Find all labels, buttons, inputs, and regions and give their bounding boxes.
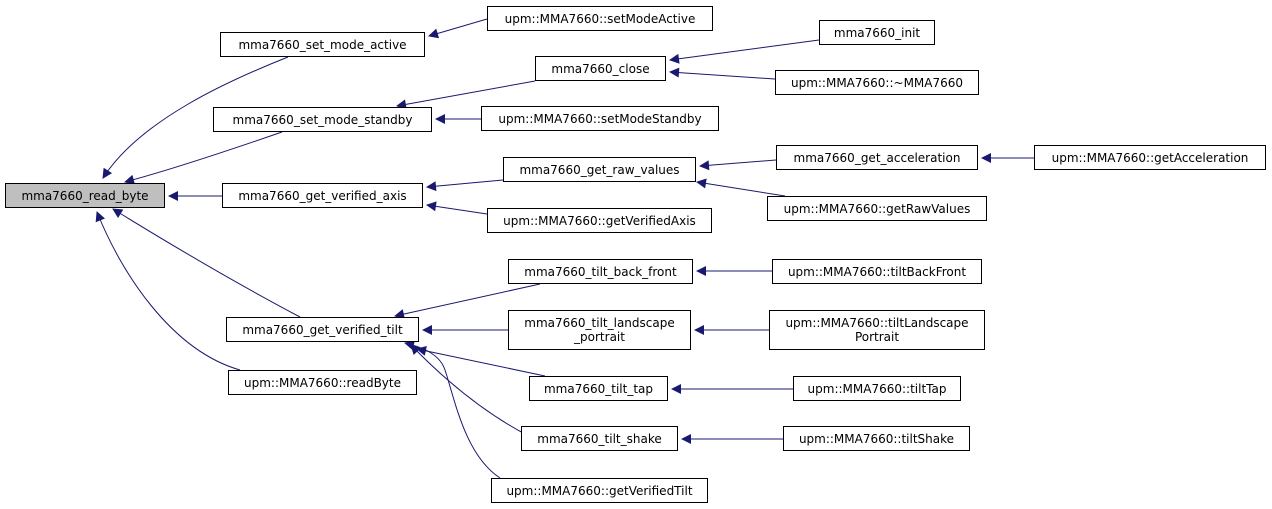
node-upm-mma7660-setmodestandby[interactable]: upm::MMA7660::setModeStandby <box>481 106 719 131</box>
edge-tilt-tap-to-get-verified-tilt <box>416 345 546 377</box>
node-mma7660-read-byte[interactable]: mma7660_read_byte <box>5 183 165 208</box>
node-upm-mma7660-tiltshake[interactable]: upm::MMA7660::tiltShake <box>783 426 970 451</box>
node-mma7660-get-verified-axis[interactable]: mma7660_get_verified_axis <box>222 183 423 208</box>
node-upm-mma7660-getacceleration[interactable]: upm::MMA7660::getAcceleration <box>1034 145 1266 170</box>
edge-set-mode-active-to-read-byte <box>102 56 289 179</box>
node-upm-mma7660-destructor[interactable]: upm::MMA7660::~MMA7660 <box>775 70 979 95</box>
node-upm-mma7660-getverifiedtilt[interactable]: upm::MMA7660::getVerifiedTilt <box>491 478 708 503</box>
edge-getverifiedaxis-to-get-verified-axis <box>426 201 488 215</box>
node-upm-mma7660-tiltbackfront[interactable]: upm::MMA7660::tiltBackFront <box>772 259 982 284</box>
node-upm-mma7660-tiltlandscapeportrait[interactable]: upm::MMA7660::tiltLandscape Portrait <box>769 310 985 350</box>
node-mma7660-set-mode-active[interactable]: mma7660_set_mode_active <box>220 32 425 57</box>
node-mma7660-tilt-shake[interactable]: mma7660_tilt_shake <box>521 426 678 451</box>
edge-close-to-set-mode-standby <box>396 80 536 110</box>
edge-getverifiedtilt-to-get-verified-tilt <box>404 340 501 479</box>
node-mma7660-tilt-back-front[interactable]: mma7660_tilt_back_front <box>508 259 693 284</box>
edge-tilt-shake-to-get-verified-tilt <box>410 344 526 435</box>
node-upm-mma7660-tilttap[interactable]: upm::MMA7660::tiltTap <box>793 376 961 401</box>
edge-setmodeactive-to-set-mode-active <box>428 18 488 39</box>
edge-get-verified-tilt-to-read-byte <box>112 208 301 318</box>
node-upm-mma7660-setmodeactive[interactable]: upm::MMA7660::setModeActive <box>487 6 713 31</box>
node-upm-mma7660-getverifiedaxis[interactable]: upm::MMA7660::getVerifiedAxis <box>487 208 712 233</box>
edge-readbyte-to-read-byte <box>95 211 241 371</box>
edge-layer <box>95 18 1034 479</box>
node-mma7660-get-verified-tilt[interactable]: mma7660_get_verified_tilt <box>226 317 419 342</box>
node-mma7660-tilt-tap[interactable]: mma7660_tilt_tap <box>529 376 668 401</box>
node-mma7660-close[interactable]: mma7660_close <box>535 56 666 81</box>
node-mma7660-set-mode-standby[interactable]: mma7660_set_mode_standby <box>213 107 432 132</box>
edge-destructor-to-close <box>669 67 776 80</box>
node-upm-mma7660-getrawvalues[interactable]: upm::MMA7660::getRawValues <box>767 196 987 221</box>
edge-getrawvalues-to-get-raw-values <box>696 178 786 197</box>
edge-get-acceleration-to-get-raw-values <box>699 159 777 171</box>
edge-set-mode-standby-to-read-byte <box>124 131 283 185</box>
node-mma7660-tilt-landscape-portrait[interactable]: mma7660_tilt_landscape _portrait <box>508 310 691 350</box>
node-mma7660-get-raw-values[interactable]: mma7660_get_raw_values <box>503 157 696 182</box>
node-upm-mma7660-readbyte[interactable]: upm::MMA7660::readByte <box>228 370 417 395</box>
node-mma7660-get-acceleration[interactable]: mma7660_get_acceleration <box>776 145 978 170</box>
edge-get-raw-values-to-get-verified-axis <box>426 179 504 192</box>
edge-init-to-close <box>669 39 820 64</box>
node-mma7660-init[interactable]: mma7660_init <box>819 20 935 45</box>
edge-tilt-back-front-to-get-verified-tilt <box>394 283 541 319</box>
